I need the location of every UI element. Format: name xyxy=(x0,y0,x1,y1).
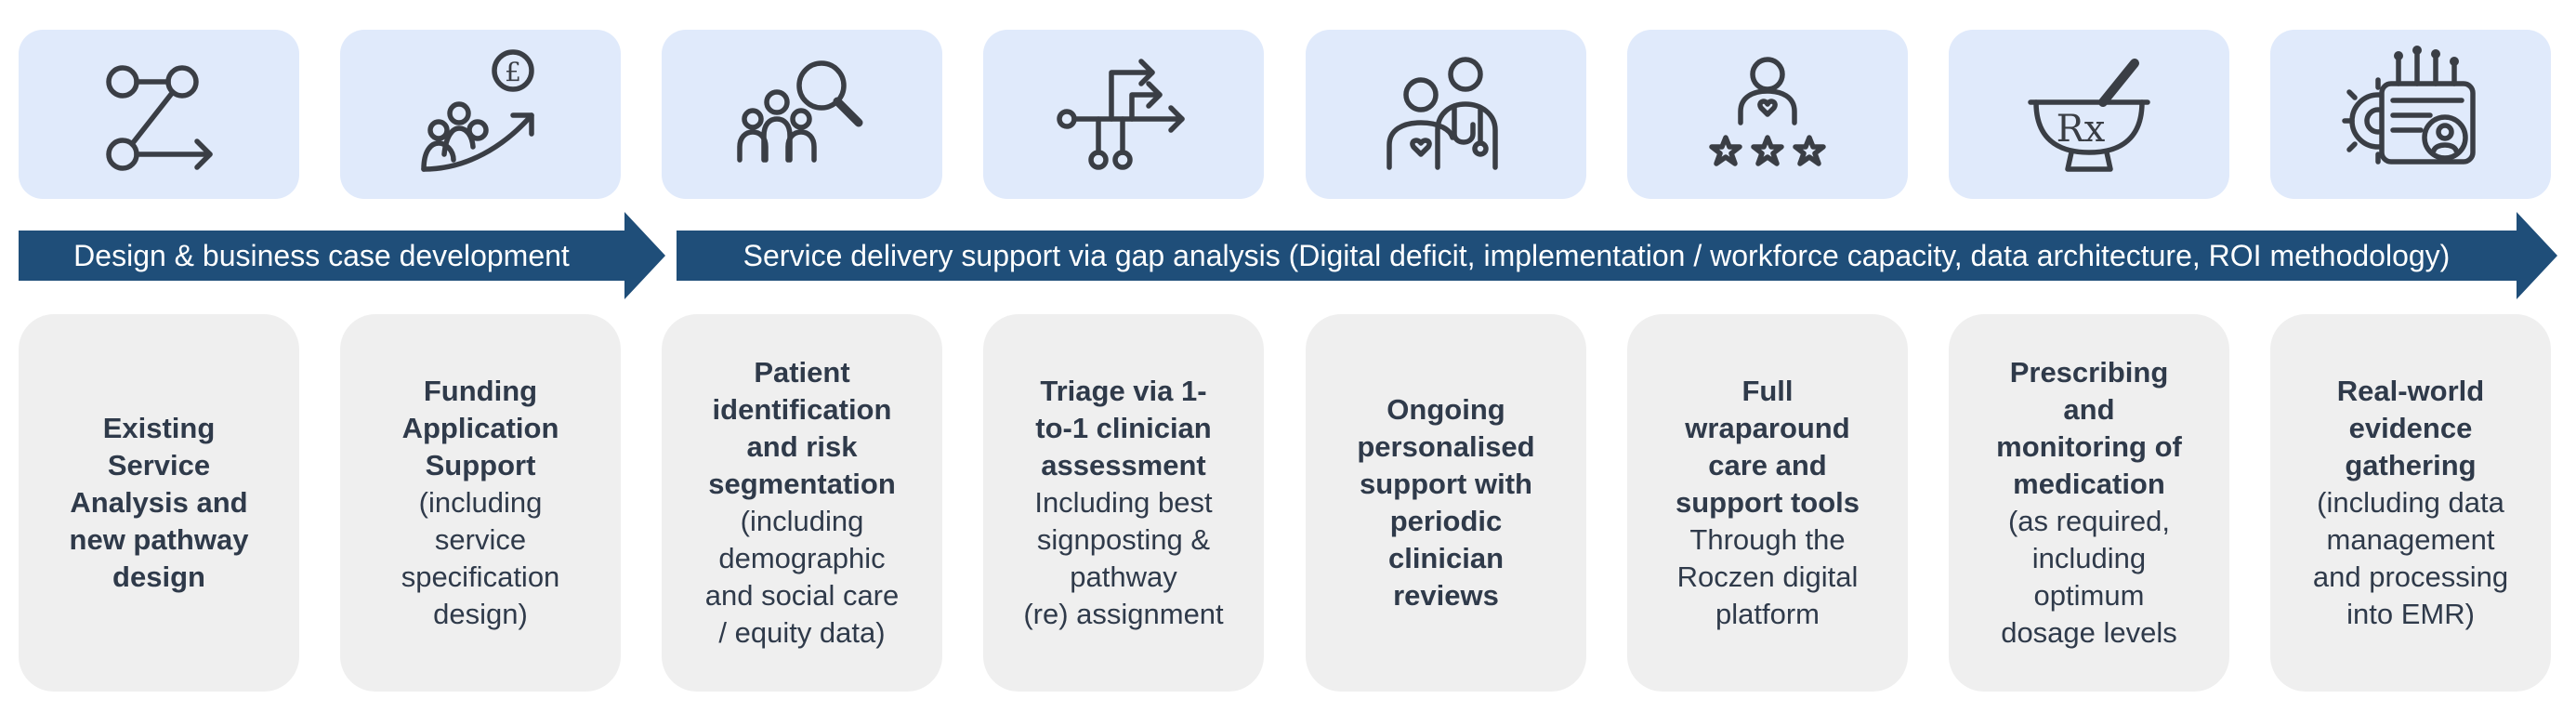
step-1-icon-box xyxy=(19,30,299,199)
data-gear-icon xyxy=(2342,46,2476,165)
phase-arrows: Design & business case development Servi… xyxy=(0,212,2576,299)
step-1-card: Existing Service Analysis and new pathwa… xyxy=(19,314,299,692)
step-4-card: Triage via 1- to-1 clinician assessment … xyxy=(983,314,1264,692)
design-arrow xyxy=(19,212,665,299)
step-8-card: Real-world evidence gathering (including… xyxy=(2270,314,2551,692)
delivery-arrow xyxy=(677,212,2557,299)
step-7-detail: (as required, including optimum dosage l… xyxy=(2001,505,2177,649)
funding-growth-icon: £ xyxy=(421,49,534,172)
step-2-card: Funding Application Support (including s… xyxy=(340,314,621,692)
step-3-title: Patient identification and risk segmenta… xyxy=(708,356,896,500)
pound-symbol: £ xyxy=(505,57,521,87)
route-branch-icon xyxy=(106,65,213,171)
step-descriptions: Existing Service Analysis and new pathwa… xyxy=(0,314,2576,692)
step-8-title: Real-world evidence gathering xyxy=(2336,375,2485,481)
clinician-patient-icon xyxy=(1387,57,1498,170)
step-3-detail: (including demographic and social care /… xyxy=(704,505,900,649)
step-4-detail: Including best signposting & pathway (re… xyxy=(1023,486,1224,630)
step-4-icon-box xyxy=(983,30,1264,199)
patient-search-icon xyxy=(737,60,863,163)
step-7-icon-box: Rx xyxy=(1949,30,2229,199)
step-6-detail: Through the Roczen digital platform xyxy=(1676,523,1859,630)
step-2-title: Funding Application Support xyxy=(401,375,559,481)
step-3-card: Patient identification and risk segmenta… xyxy=(662,314,942,692)
step-7-card: Prescribing and monitoring of medication… xyxy=(1949,314,2229,692)
step-7-title: Prescribing and monitoring of medication xyxy=(1996,356,2182,500)
design-phase-label: Design & business case development xyxy=(73,238,570,272)
rx-symbol: Rx xyxy=(2057,108,2106,151)
delivery-phase-label: Service delivery support via gap analysi… xyxy=(743,238,2451,272)
step-8-detail: (including data management and processin… xyxy=(2312,486,2509,630)
step-3-icon-box xyxy=(662,30,942,199)
step-6-icon-box xyxy=(1627,30,1908,199)
step-8-icon-box xyxy=(2270,30,2551,199)
icon-row: £ xyxy=(0,30,2576,199)
step-1-title: Existing Service Analysis and new pathwa… xyxy=(69,412,249,593)
step-5-card: Ongoing personalised support with period… xyxy=(1306,314,1586,692)
rating-stars-icon xyxy=(1709,57,1826,166)
step-2-icon-box: £ xyxy=(340,30,621,199)
step-6-card: Full wraparound care and support tools T… xyxy=(1627,314,1908,692)
step-5-icon-box xyxy=(1306,30,1586,199)
step-6-title: Full wraparound care and support tools xyxy=(1675,375,1860,519)
triage-split-icon xyxy=(1057,59,1185,170)
step-5-title: Ongoing personalised support with period… xyxy=(1357,393,1535,612)
step-2-detail: (including service specification design) xyxy=(401,486,560,630)
step-4-title: Triage via 1- to-1 clinician assessment xyxy=(1035,375,1212,481)
prescription-mortar-icon: Rx xyxy=(2028,59,2150,172)
